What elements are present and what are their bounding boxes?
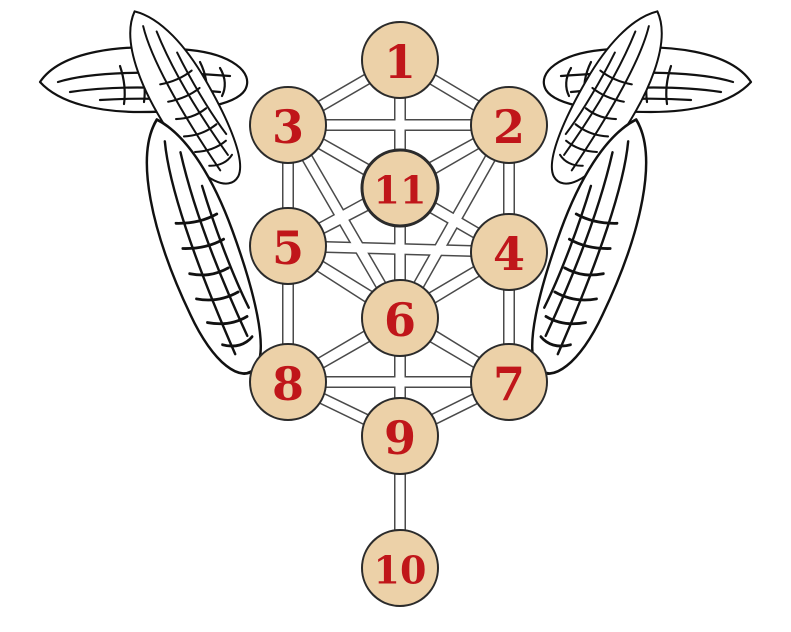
node-1: 1: [361, 21, 439, 99]
node-11-circle: [360, 148, 440, 228]
node-10-label: 10: [374, 548, 427, 593]
node-4: 4: [470, 213, 548, 291]
node-7: 7: [470, 343, 548, 421]
node-3: 3: [249, 86, 327, 164]
node-1-label: 1: [384, 35, 416, 89]
node-9: 9: [361, 397, 439, 475]
node-4-circle: [470, 213, 548, 291]
node-3-label: 3: [272, 100, 304, 154]
node-5-label: 5: [272, 221, 304, 275]
node-11: 11: [360, 148, 440, 228]
nodes-layer: 1 2 3 11 4 5 6 7 8 9 10: [249, 21, 548, 607]
node-9-circle: [361, 397, 439, 475]
node-1-circle: [361, 21, 439, 99]
node-3-circle: [249, 86, 327, 164]
node-5: 5: [249, 207, 327, 285]
node-8: 8: [249, 343, 327, 421]
node-2-circle: [470, 86, 548, 164]
node-7-circle: [470, 343, 548, 421]
node-2: 2: [470, 86, 548, 164]
node-6-circle: [361, 279, 439, 357]
node-10-circle: [361, 529, 439, 607]
node-8-circle: [249, 343, 327, 421]
node-6-label: 6: [384, 293, 416, 347]
node-10: 10: [361, 529, 439, 607]
node-2-label: 2: [493, 100, 525, 154]
node-8-label: 8: [272, 357, 304, 411]
node-6: 6: [361, 279, 439, 357]
node-7-label: 7: [493, 357, 525, 411]
node-9-label: 9: [384, 411, 416, 465]
node-5-circle: [249, 207, 327, 285]
node-11-label: 11: [374, 168, 427, 213]
node-4-label: 4: [493, 227, 525, 281]
